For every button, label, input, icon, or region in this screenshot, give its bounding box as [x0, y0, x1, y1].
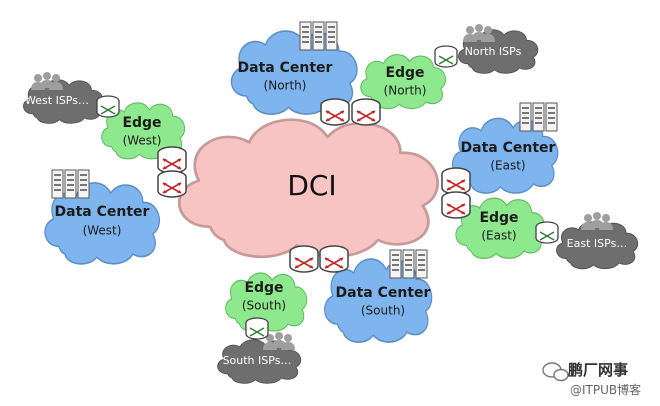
datacenter-south-region: (South): [361, 304, 405, 318]
router-icon: [351, 98, 381, 126]
user-group-icon: [31, 72, 63, 90]
router-icon: [434, 45, 458, 68]
server-rack-icon: [51, 169, 90, 199]
isp-south-cloud: South ISPs…: [217, 332, 302, 384]
router-icon: [441, 191, 471, 219]
datacenter-east-cloud: Data Center (East): [451, 102, 559, 194]
watermark: 鹏厂网事 @ITPUB博客: [542, 361, 641, 397]
server-rack-icon: [299, 21, 338, 51]
router-icon: [157, 146, 187, 174]
datacenter-north-cloud: Data Center (North): [230, 21, 358, 115]
edge-south-region: (South): [242, 299, 286, 313]
edge-east-cloud: Edge (East): [455, 197, 546, 259]
edge-south-cloud: Edge (South): [224, 272, 308, 332]
datacenter-south-title: Data Center: [336, 285, 431, 301]
datacenter-north-region: (North): [264, 79, 307, 93]
router-icon: [320, 98, 350, 126]
edge-north-cloud: Edge (North): [360, 54, 447, 110]
edge-north-title: Edge: [385, 65, 424, 81]
user-group-icon: [463, 24, 495, 42]
isp-south-label: South ISPs…: [223, 354, 292, 367]
router-icon: [319, 245, 349, 273]
edge-east-title: Edge: [479, 210, 518, 226]
dci-cloud: DCI: [177, 118, 440, 259]
edge-west-region: (West): [123, 134, 162, 148]
isp-north-cloud: North ISPs: [458, 24, 539, 74]
router-icon: [441, 167, 471, 195]
datacenter-west-cloud: Data Center (West): [44, 169, 161, 265]
isp-west-cloud: West ISPs…: [23, 72, 104, 124]
dci-label: DCI: [287, 169, 336, 202]
edge-south-title: Edge: [244, 280, 283, 296]
edge-west-title: Edge: [122, 115, 161, 131]
datacenter-south-cloud: Data Center (South): [323, 249, 433, 343]
edge-west-cloud: Edge (West): [101, 102, 186, 160]
isp-west-label: West ISPs…: [25, 94, 89, 107]
watermark-subtitle: @ITPUB博客: [570, 382, 641, 397]
router-icon: [96, 95, 120, 118]
router-icon: [157, 170, 187, 198]
user-group-icon: [581, 212, 613, 230]
datacenter-north-title: Data Center: [238, 60, 333, 76]
datacenter-east-region: (East): [490, 159, 525, 173]
edge-east-region: (East): [481, 229, 516, 243]
router-icon: [535, 221, 559, 244]
watermark-title: 鹏厂网事: [568, 361, 628, 379]
datacenter-west-region: (West): [83, 224, 122, 238]
router-icon: [289, 245, 319, 273]
edge-north-region: (North): [384, 84, 427, 98]
datacenter-west-title: Data Center: [55, 204, 150, 220]
server-rack-icon: [389, 249, 428, 279]
wechat-logo-icon: [542, 362, 569, 382]
datacenter-east-title: Data Center: [461, 140, 556, 156]
server-rack-icon: [519, 102, 558, 132]
isp-north-label: North ISPs: [465, 45, 522, 58]
router-icon: [245, 317, 269, 340]
isp-east-label: East ISPs…: [567, 237, 628, 250]
isp-east-cloud: East ISPs…: [556, 212, 639, 270]
